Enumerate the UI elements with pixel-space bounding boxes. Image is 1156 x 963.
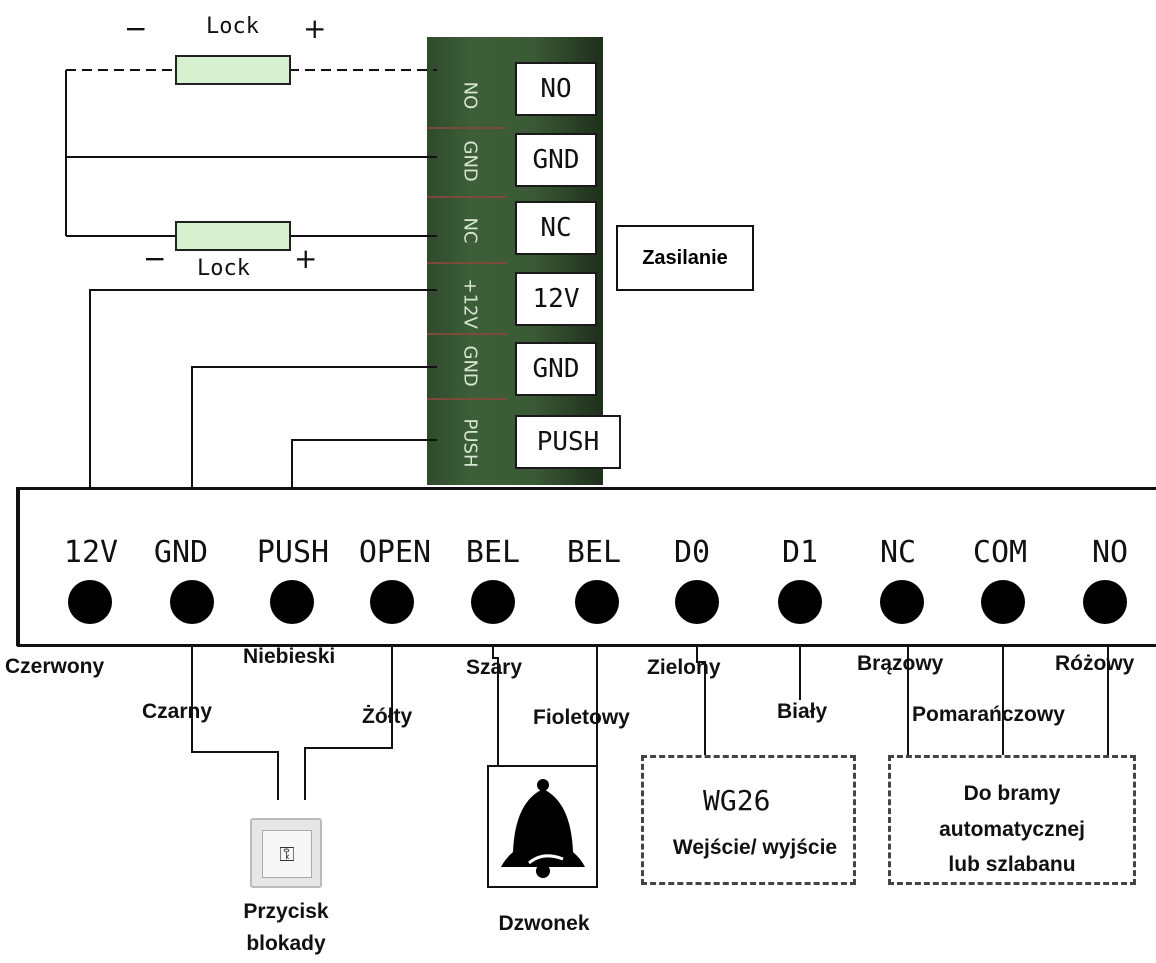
- terminal-no: NO: [515, 62, 597, 116]
- terminal-dot: [270, 580, 314, 624]
- bell-box: [487, 765, 598, 888]
- lock-bottom-minus: −: [143, 242, 167, 275]
- wg26-subtitle: Wejście/ wyjście: [672, 836, 838, 859]
- wire-label-szary: Szary: [466, 656, 523, 679]
- wg26-title: WG26: [703, 784, 771, 817]
- wire-label-zolty: Żółty: [362, 705, 413, 728]
- wire-label-pomaranczowy: Pomarańczowy: [912, 703, 1065, 726]
- panel-terminal-label: NC: [879, 535, 917, 570]
- terminal-dot: [981, 580, 1025, 624]
- terminal-dot: [1083, 580, 1127, 624]
- terminal-gnd: GND: [515, 133, 597, 187]
- czarny-wire: [191, 620, 279, 800]
- lock-bottom-plus: +: [294, 242, 318, 275]
- panel-terminal-label: BEL: [566, 535, 622, 570]
- panel-terminal-label: D0: [673, 535, 711, 570]
- wire-label-bialy: Biały: [777, 700, 828, 723]
- wg26-box: [641, 755, 856, 885]
- terminal-gnd: GND: [515, 342, 597, 396]
- terminal-dot: [778, 580, 822, 624]
- gate-line1: Do bramy: [963, 782, 1061, 805]
- terminal-12v: 12V: [515, 272, 597, 326]
- power-label: Zasilanie: [616, 225, 754, 291]
- panel-terminal-label: NO: [1091, 535, 1129, 570]
- panel-terminal-label: GND: [153, 535, 209, 570]
- terminal-push: PUSH: [515, 415, 621, 469]
- gate-box: [888, 755, 1136, 885]
- panel-terminal-label: 12V: [63, 535, 119, 570]
- gate-line2: automatycznej: [939, 818, 1085, 841]
- panel-terminal-label: OPEN: [358, 535, 432, 570]
- key-button-icon: ⚿: [250, 818, 322, 888]
- terminal-dot: [370, 580, 414, 624]
- lock-top-minus: −: [124, 12, 148, 45]
- gate-line3: lub szlabanu: [948, 853, 1076, 876]
- exit-button-line2: blokady: [246, 932, 326, 955]
- panel-terminal-label: COM: [972, 535, 1028, 570]
- panel-terminal-label: PUSH: [256, 535, 330, 570]
- key-icon: ⚿: [262, 830, 312, 878]
- panel-terminal-label: D1: [781, 535, 819, 570]
- terminal-nc: NC: [515, 201, 597, 255]
- lock-top-label: Lock: [206, 14, 259, 39]
- wire-label-rozowy: Różowy: [1055, 652, 1135, 675]
- lock-top-icon: [175, 55, 291, 85]
- terminal-dot: [471, 580, 515, 624]
- strip-divider: [427, 333, 507, 335]
- wire-label-czerwony: Czerwony: [5, 655, 105, 678]
- lock-bottom-icon: [175, 221, 291, 251]
- bell-label: Dzwonek: [498, 912, 590, 935]
- terminal-dot: [675, 580, 719, 624]
- wire-label-czarny: Czarny: [142, 700, 213, 723]
- terminal-dot: [68, 580, 112, 624]
- wire-label-zielony: Zielony: [647, 656, 721, 679]
- strip-divider: [427, 262, 507, 264]
- wire-label-brazowy: Brązowy: [857, 652, 944, 675]
- strip-divider: [427, 398, 507, 400]
- wire-label-niebieski: Niebieski: [243, 645, 336, 668]
- exit-button-line1: Przycisk: [243, 900, 329, 923]
- panel-terminal-label: BEL: [465, 535, 521, 570]
- bell-icon: [501, 779, 585, 878]
- terminal-dot: [170, 580, 214, 624]
- zolty-wire: [304, 620, 393, 800]
- terminal-dot: [880, 580, 924, 624]
- strip-divider: [427, 196, 507, 198]
- lock-bottom-label: Lock: [197, 256, 250, 281]
- strip-divider: [427, 127, 507, 129]
- wire-label-fioletowy: Fioletowy: [533, 706, 630, 729]
- lock-top-plus: +: [303, 12, 327, 45]
- terminal-dot: [575, 580, 619, 624]
